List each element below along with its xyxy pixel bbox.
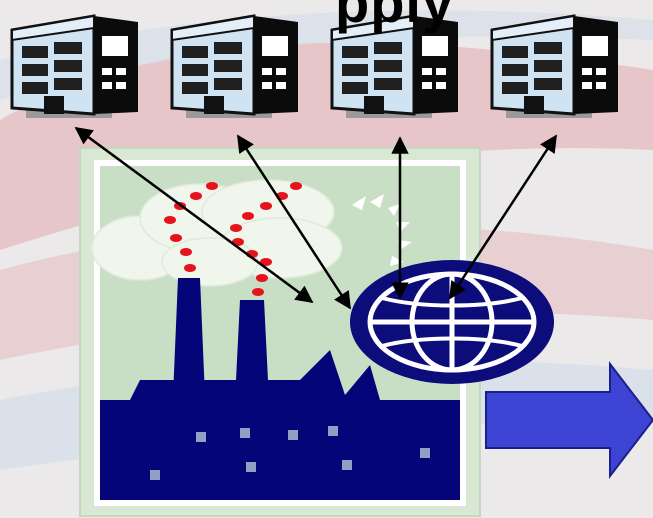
factory-icon	[100, 278, 460, 500]
globe-icon	[350, 260, 554, 384]
slide-title-fragment: pply	[335, 0, 455, 34]
building-icon	[10, 14, 140, 120]
building-icon	[490, 14, 620, 120]
factory-windows	[150, 426, 430, 480]
connector-arrows	[74, 126, 558, 310]
right-arrow-icon	[485, 361, 653, 479]
connector-building-2-factory	[236, 134, 352, 310]
connector-building-4-globe	[448, 134, 558, 300]
building-icon	[170, 14, 300, 120]
